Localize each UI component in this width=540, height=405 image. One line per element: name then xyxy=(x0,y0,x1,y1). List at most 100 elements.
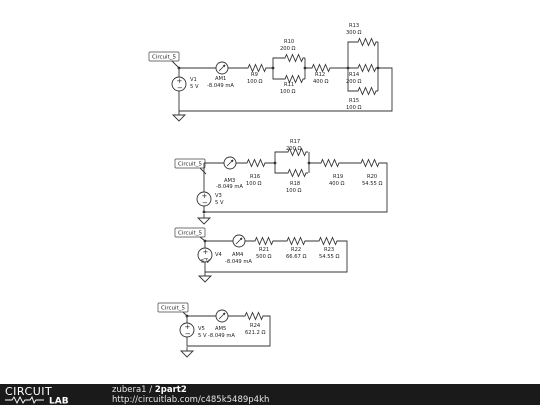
circuit-tag[interactable]: Circuit_5 xyxy=(157,302,189,317)
resistor-r22[interactable] xyxy=(284,237,308,245)
r9-name: R9 xyxy=(251,72,258,78)
circuit-title[interactable]: 2part2 xyxy=(154,385,187,395)
ground-icon xyxy=(172,110,186,122)
svg-text:+: + xyxy=(177,77,183,85)
r13-value: 300 Ω xyxy=(346,30,362,36)
am1-value: -8.049 mA xyxy=(207,83,234,89)
voltage-source-v3[interactable]: + − xyxy=(196,191,212,207)
r11-value: 100 Ω xyxy=(280,89,296,95)
circuit-tag[interactable]: Circuit_5 xyxy=(174,158,207,175)
ammeter-am5[interactable] xyxy=(215,309,229,323)
r21-name: R21 xyxy=(259,247,269,253)
am3-value: -8.049 mA xyxy=(216,184,243,190)
svg-text:Circuit_5: Circuit_5 xyxy=(161,306,185,312)
voltage-source-v1[interactable]: + − xyxy=(171,76,187,92)
author-link[interactable]: zubera1 xyxy=(112,385,147,395)
circuit-tag[interactable]: Circuit_5 xyxy=(174,227,206,242)
am4-value: -8.049 mA xyxy=(225,259,252,265)
v5-value: 5 V xyxy=(198,333,207,339)
svg-text:−: − xyxy=(203,255,209,263)
resistor-r15[interactable] xyxy=(355,87,379,95)
r14-value: 200 Ω xyxy=(346,79,362,85)
voltage-source-v5[interactable]: + − xyxy=(179,322,195,338)
r18-value: 100 Ω xyxy=(286,188,302,194)
r19-value: 400 Ω xyxy=(329,181,345,187)
v3-value: 5 V xyxy=(215,200,224,206)
ground-icon xyxy=(197,213,211,225)
r12-name: R12 xyxy=(315,72,325,78)
r18-name: R18 xyxy=(290,181,300,187)
r23-value: 54.55 Ω xyxy=(319,254,339,260)
logo-text-top: CIRCUIT xyxy=(5,385,52,398)
r15-name: R15 xyxy=(349,98,359,104)
ammeter-am4[interactable] xyxy=(232,234,246,248)
r11-name: R11 xyxy=(284,82,294,88)
svg-text:+: + xyxy=(202,192,208,200)
circuit-url[interactable]: http://circuitlab.com/c485k5489p4kh xyxy=(112,395,270,405)
v4-value: 5 V xyxy=(201,259,210,265)
resistor-r24[interactable] xyxy=(242,312,266,320)
svg-text:−: − xyxy=(202,199,208,207)
svg-text:+: + xyxy=(203,248,209,256)
resistor-r18[interactable] xyxy=(285,169,309,177)
resistor-r13[interactable] xyxy=(355,38,379,46)
r17-name: R17 xyxy=(290,139,300,145)
v4-name: V4 xyxy=(215,252,223,258)
r15-value: 100 Ω xyxy=(346,105,362,111)
svg-text:Circuit_5: Circuit_5 xyxy=(152,55,176,61)
am5-value: -8.049 mA xyxy=(208,333,235,339)
v1-name: V1 xyxy=(190,77,197,83)
resistor-r14[interactable] xyxy=(355,64,379,72)
ground-icon xyxy=(198,271,212,283)
logo-text-bottom: LAB xyxy=(49,397,69,405)
r24-name: R24 xyxy=(250,323,261,329)
ammeter-am3[interactable] xyxy=(223,156,237,170)
resistor-r20[interactable] xyxy=(358,159,382,167)
r10-name: R10 xyxy=(284,39,294,45)
v3-name: V3 xyxy=(215,193,222,199)
circuitlab-logo[interactable]: CIRCUIT LAB xyxy=(4,384,104,405)
circuit-2: Circuit_5 + − V3 5 V AM3 -8.049 mA R16 1… xyxy=(174,139,388,225)
svg-text:−: − xyxy=(185,330,191,338)
ground-icon xyxy=(180,346,194,358)
am3-name: AM3 xyxy=(224,178,235,184)
resistor-r12[interactable] xyxy=(309,64,333,72)
r14-name: R14 xyxy=(349,72,360,78)
r9-value: 100 Ω xyxy=(247,79,263,85)
resistor-trace-icon xyxy=(5,395,44,405)
svg-text:+: + xyxy=(185,323,191,331)
resistor-r21[interactable] xyxy=(252,237,276,245)
r22-name: R22 xyxy=(291,247,301,253)
circuit-tag[interactable]: Circuit_5 xyxy=(148,51,180,69)
r13-name: R13 xyxy=(349,23,359,29)
r20-value: 54.55 Ω xyxy=(362,181,382,187)
voltage-source-v4[interactable]: + − xyxy=(197,247,213,263)
resistor-r10[interactable] xyxy=(282,54,306,62)
path-separator: / xyxy=(146,385,155,395)
r17-value: 200 Ω xyxy=(286,146,302,152)
r20-name: R20 xyxy=(367,174,377,180)
svg-text:Circuit_5: Circuit_5 xyxy=(178,162,202,168)
footer-bar: CIRCUIT LAB zubera1 / 2part2 http://circ… xyxy=(0,384,540,405)
r23-name: R23 xyxy=(324,247,334,253)
resistor-r9[interactable] xyxy=(245,64,269,72)
v5-name: V5 xyxy=(198,326,205,332)
r12-value: 400 Ω xyxy=(313,79,329,85)
circuit-schematic: Circuit_5 + − V1 5 V AM1 -8.049 mA xyxy=(148,23,393,358)
ammeter-am1[interactable] xyxy=(215,61,229,75)
resistor-r19[interactable] xyxy=(318,159,342,167)
r21-value: 500 Ω xyxy=(256,254,272,260)
author-title: zubera1 / 2part2 xyxy=(112,385,187,395)
am1-name: AM1 xyxy=(215,76,226,82)
circuit-3: Circuit_5 + − V4 5 V AM4 -8.049 mA R21 5… xyxy=(174,227,348,283)
r24-value: 621.2 Ω xyxy=(245,330,265,336)
r22-value: 66.67 Ω xyxy=(286,254,306,260)
circuit-4: Circuit_5 + − V5 5 V AM5 -8.049 mA R24 6… xyxy=(157,302,271,358)
r16-value: 100 Ω xyxy=(246,181,262,187)
resistor-r23[interactable] xyxy=(316,237,340,245)
am5-name: AM5 xyxy=(215,326,226,332)
r16-name: R16 xyxy=(250,174,260,180)
resistor-r16[interactable] xyxy=(244,159,268,167)
svg-text:−: − xyxy=(177,84,183,92)
circuit-1: Circuit_5 + − V1 5 V AM1 -8.049 mA xyxy=(148,23,393,122)
